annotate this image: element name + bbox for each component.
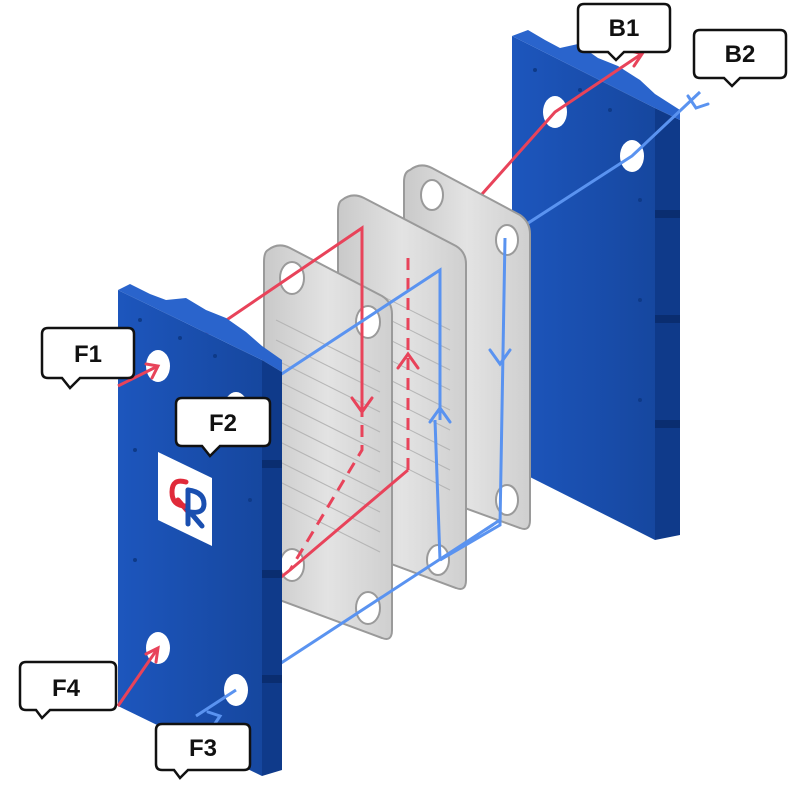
flow-arrows [350,48,710,424]
front-plate-bolts [133,318,252,562]
back-pressure-plate [512,30,680,540]
callout-f2: F2 [174,396,272,458]
flow-arrow-icon [144,362,161,380]
back-plate-top-edge [512,30,680,120]
callout-b2: B2 [692,28,788,88]
flow-arrow-icon [396,351,420,370]
label-f4: F4 [52,675,81,702]
flow-arrow-icon [488,348,512,367]
flow-arrow-icon [686,94,710,110]
flow-arrow-icon [428,405,452,424]
callout-f3: F3 [154,722,252,780]
front-plate-notch [262,675,282,683]
label-b2: B2 [725,41,756,68]
flow-arrow-icon [144,645,160,664]
back-plate-side [655,108,680,540]
back-plate-notch [655,315,680,323]
back-plate-notch [655,420,680,428]
back-plate-face [512,36,655,540]
front-plate-notch [262,460,282,468]
label-f2: F2 [209,410,237,437]
front-plate-top-edge [118,284,282,372]
label-f3: F3 [189,735,217,762]
back-plate-bolts [533,68,642,402]
gasket-plate-1 [263,244,393,640]
back-plate-notch [655,210,680,218]
callout-f4: F4 [18,660,118,720]
label-b1: B1 [609,15,640,42]
front-plate-notch [262,570,282,578]
rr-logo-icon [169,478,207,529]
label-f1: F1 [74,341,102,368]
front-frame-plate [118,284,282,776]
callout-b1: B1 [576,2,672,62]
flow-arrow-icon [350,396,374,415]
flow-lines-front [116,362,237,730]
callout-f1: F1 [40,326,136,390]
